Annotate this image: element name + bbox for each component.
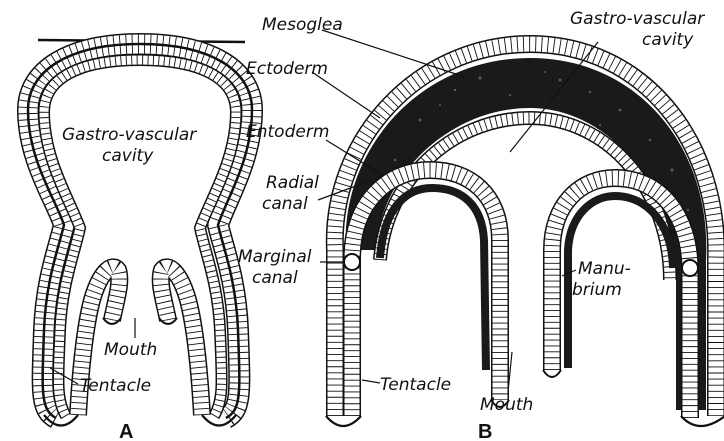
medusa-left-tip	[326, 416, 361, 426]
label-ectoderm: Ectoderm	[246, 59, 328, 79]
label-mesoglea: Mesoglea	[262, 15, 343, 35]
marginal-canal-knob-left	[344, 254, 360, 270]
label-entoderm: Entoderm	[246, 122, 329, 142]
label-tentacle-a: Tentacle	[80, 376, 151, 396]
marginal-canal-knob-right	[682, 260, 698, 276]
label-gastro-vascular-a-2: cavity	[102, 146, 154, 166]
label-gastro-vascular-b-1: Gastro-vascular	[570, 9, 705, 29]
polyp-right-tentacle-core	[161, 267, 202, 415]
label-gastro-vascular-b-2: cavity	[642, 30, 694, 50]
caption-a: A	[119, 421, 133, 441]
label-radial-canal-2: canal	[262, 194, 308, 214]
label-marginal-canal-1: Marginal	[238, 247, 312, 267]
label-radial-canal-1: Radial	[266, 173, 319, 193]
medusa-manubrium-right-tip	[543, 370, 561, 377]
medusa-mesoglea	[346, 58, 707, 410]
label-mouth-a: Mouth	[104, 340, 157, 360]
label-tentacle-b: Tentacle	[380, 375, 451, 395]
caption-b: B	[478, 421, 492, 441]
label-gastro-vascular-a-1: Gastro-vascular	[62, 125, 197, 145]
medusa-figure-b: Mesoglea Ectoderm Entoderm Gastro-vascul…	[238, 9, 724, 441]
polyp-figure-a: Gastro-vascular cavity Mouth Tentacle A	[28, 40, 252, 441]
leader-tentacle-b	[362, 380, 380, 383]
label-manubrium-2: brium	[572, 280, 622, 300]
polyp-entoderm-layer	[44, 60, 236, 416]
label-mouth-b: Mouth	[480, 395, 533, 415]
label-manubrium-1: Manu-	[578, 259, 631, 279]
label-marginal-canal-2: canal	[252, 268, 298, 288]
